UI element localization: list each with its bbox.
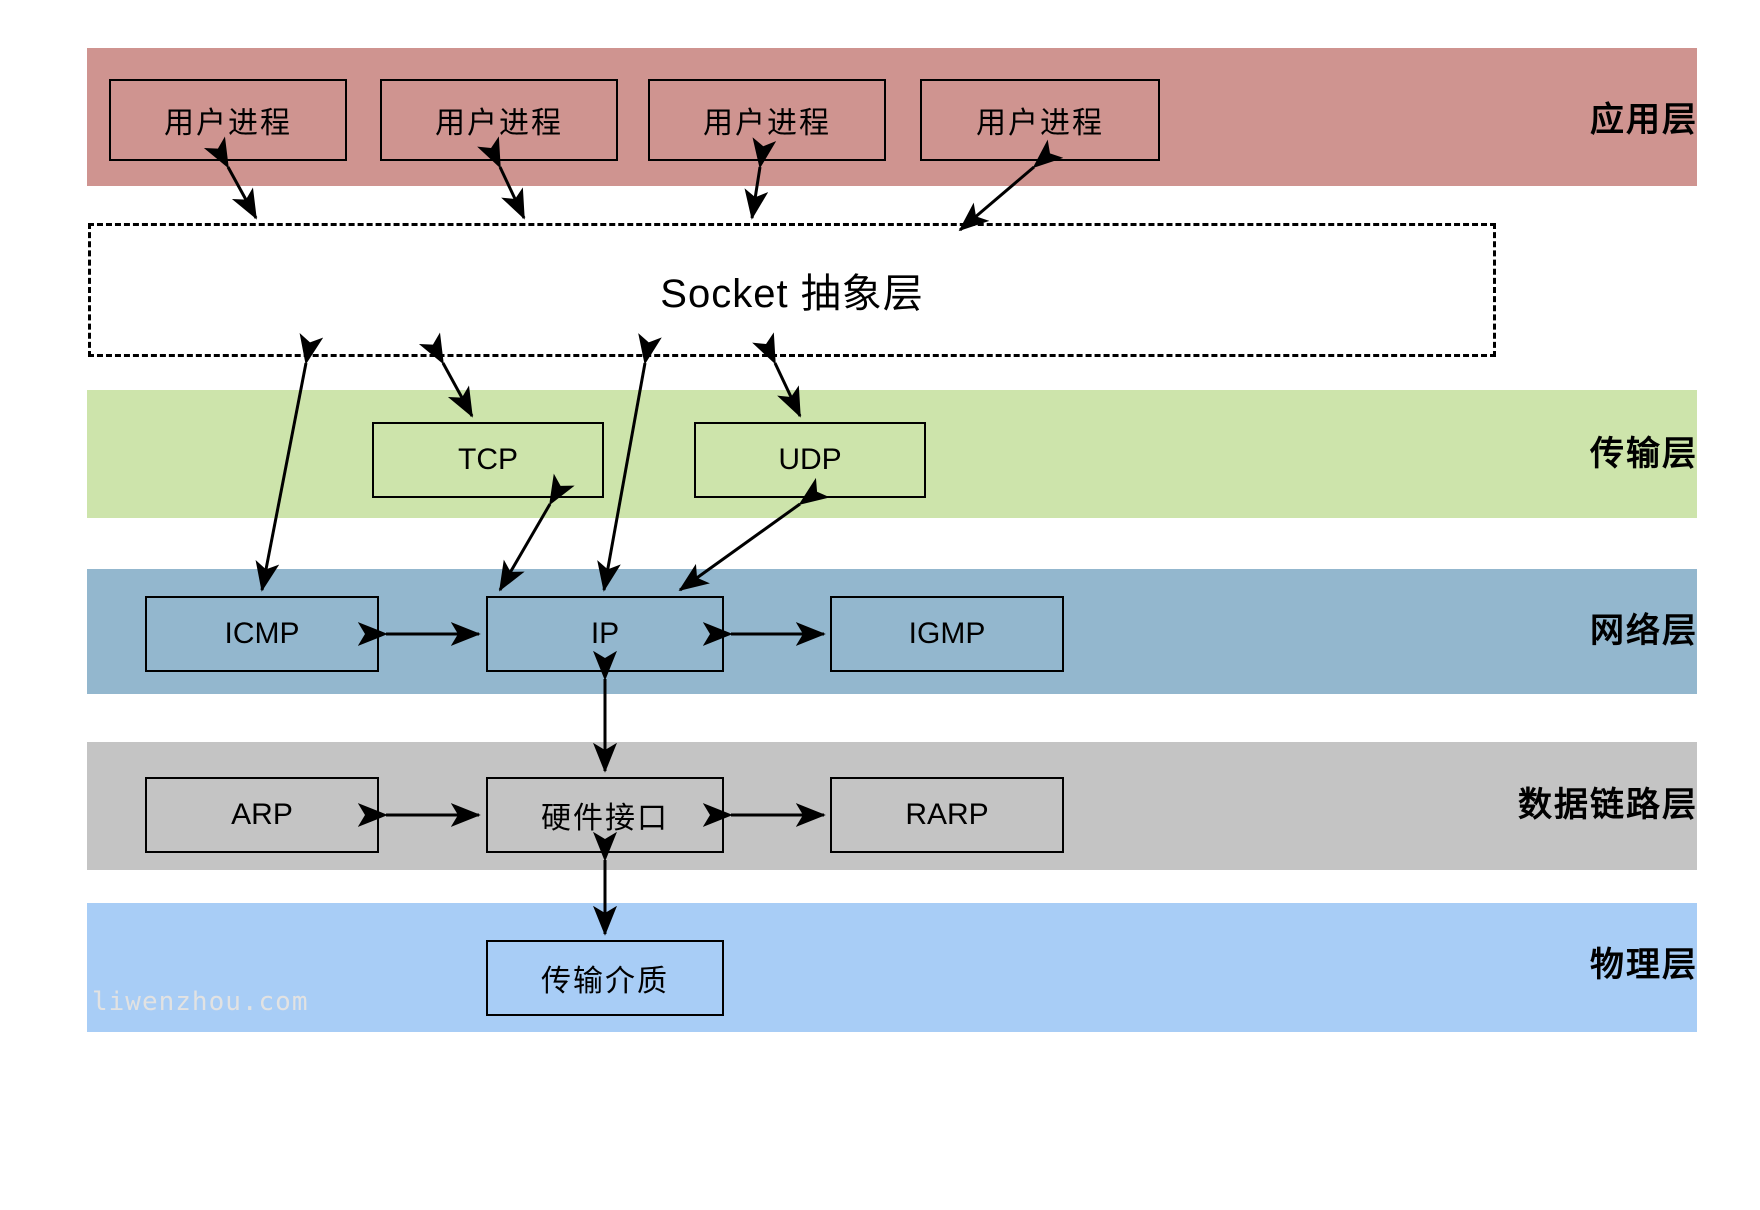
node-arp[interactable]: ARP (145, 777, 379, 853)
layer-label-datalink: 数据链路层 (1518, 786, 1698, 824)
node-tcp[interactable]: TCP (372, 422, 604, 498)
layer-band-application (87, 48, 1697, 186)
node-icmp[interactable]: ICMP (145, 596, 379, 672)
socket-abstraction-label: Socket 抽象层 (660, 272, 924, 316)
layer-band-datalink (87, 742, 1697, 870)
node-user-process-3[interactable]: 用户进程 (648, 79, 886, 161)
node-udp[interactable]: UDP (694, 422, 926, 498)
watermark: liwenzhou.com (92, 987, 309, 1017)
node-user-process-4[interactable]: 用户进程 (920, 79, 1160, 161)
socket-abstraction-layer[interactable]: Socket 抽象层 (88, 223, 1496, 357)
layer-label-application: 应用层 (1590, 101, 1698, 139)
layer-label-network: 网络层 (1590, 612, 1698, 650)
node-user-process-2[interactable]: 用户进程 (380, 79, 618, 161)
node-igmp[interactable]: IGMP (830, 596, 1064, 672)
node-transmission-medium[interactable]: 传输介质 (486, 940, 724, 1016)
layer-label-transport: 传输层 (1590, 435, 1698, 473)
node-user-process-1[interactable]: 用户进程 (109, 79, 347, 161)
node-hardware-interface[interactable]: 硬件接口 (486, 777, 724, 853)
layer-label-physical: 物理层 (1590, 946, 1698, 984)
node-ip[interactable]: IP (486, 596, 724, 672)
layer-band-network (87, 569, 1697, 694)
node-rarp[interactable]: RARP (830, 777, 1064, 853)
layer-band-physical (87, 903, 1697, 1032)
